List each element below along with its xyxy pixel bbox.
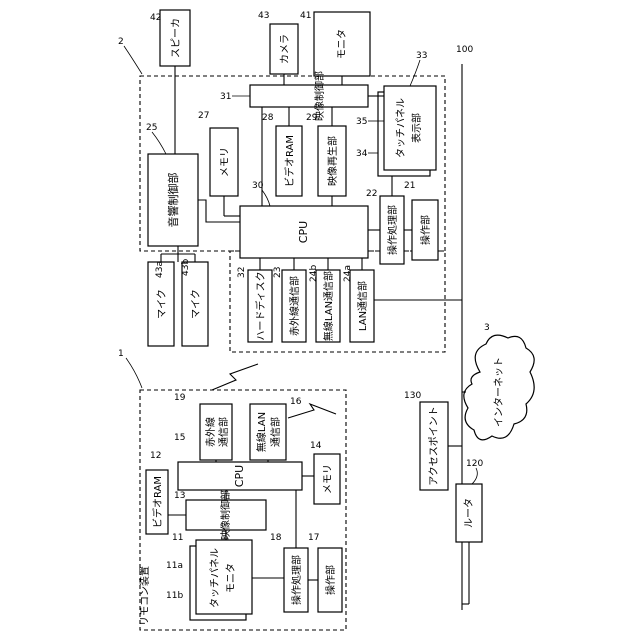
sound-to-cpu-wire: [198, 200, 240, 222]
rc-op-proc-label: 操作処理部: [290, 555, 303, 605]
touch-display-label-2: 表示部: [410, 113, 423, 143]
router-label: ルータ: [463, 498, 475, 528]
ref-17: 17: [308, 533, 319, 543]
ref-43: 43: [258, 11, 269, 21]
access-point-label: アクセスポイント: [428, 406, 440, 486]
mic-b-label: マイク: [190, 289, 202, 319]
ref-13: 13: [174, 491, 185, 501]
ref-22: 22: [366, 189, 377, 199]
ref-18: 18: [270, 533, 282, 543]
wlan-comm-label: 無線LAN通信部: [322, 271, 335, 341]
rc-memory-label: メモリ: [323, 464, 334, 494]
ir-comm-label: 赤外線通信部: [288, 276, 301, 336]
ref-3: 3: [484, 323, 490, 333]
monitor-label: モニタ: [336, 29, 348, 59]
ref-41: 41: [300, 11, 311, 21]
ref-42: 42: [150, 13, 161, 23]
rc-ir-label-2: 通信部: [217, 417, 230, 447]
op-unit-label: 操作部: [419, 215, 432, 245]
rc-wlan-label-2: 通信部: [269, 417, 282, 447]
hdd-label: ハードディスク: [254, 271, 267, 340]
rc-video-ram-label: ビデオRAM: [151, 476, 164, 528]
touch-display-label-1: タッチパネル: [395, 98, 407, 158]
remote-device-title: リモコン装置: [138, 566, 151, 626]
ref-34: 34: [356, 149, 368, 159]
rc-ir-label-1: 赤外線: [204, 417, 217, 447]
ir-wireless-link: [212, 364, 258, 390]
ref-24a: 24a: [343, 265, 353, 282]
ref-1: 1: [118, 349, 124, 359]
ref-33: 33: [416, 51, 427, 61]
ref-11b: 11b: [166, 591, 183, 601]
ref-28: 28: [262, 113, 274, 123]
ref-120-leader: [472, 468, 477, 484]
ref-130: 130: [404, 391, 421, 401]
rc-cpu-label: CPU: [233, 465, 246, 487]
ref-30-leader: [262, 190, 270, 206]
ref-27: 27: [198, 111, 209, 121]
ref-23: 23: [273, 267, 283, 278]
speaker-label: スピーカ: [170, 18, 182, 58]
memory-label: メモリ: [220, 147, 231, 177]
ref-16: 16: [290, 397, 302, 407]
sound-control-label: 音響制御部: [166, 173, 180, 228]
rc-touch-label-1: タッチパネル: [209, 548, 221, 608]
ref-100: 100: [456, 45, 473, 55]
lan-comm-label: LAN通信部: [356, 281, 369, 331]
ref-33-leader: [410, 60, 420, 86]
video-playback-label: 映像再生部: [326, 136, 339, 186]
ref-32: 32: [237, 267, 247, 278]
ref-1-leader: [126, 358, 142, 388]
ref-24b: 24b: [309, 265, 319, 282]
video-control-box: [250, 85, 368, 107]
ref-43b: 43b: [181, 259, 191, 276]
ref-12: 12: [150, 451, 161, 461]
ref-31: 31: [220, 92, 231, 102]
internet-label: インターネット: [493, 357, 505, 427]
ref-120: 120: [466, 459, 483, 469]
touch-display-box: [384, 86, 436, 170]
ref-25-leader: [152, 132, 166, 154]
camera-label: カメラ: [279, 34, 291, 64]
ref-15: 15: [174, 433, 185, 443]
video-ram-label: ビデオRAM: [283, 135, 296, 187]
ref-35: 35: [356, 117, 367, 127]
ref-29: 29: [306, 113, 318, 123]
ref-2: 2: [118, 37, 124, 47]
rc-touch-label-2: モニタ: [225, 563, 237, 593]
rc-op-unit-label: 操作部: [324, 565, 337, 595]
ref-11: 11: [172, 533, 183, 543]
ref-21: 21: [404, 181, 415, 191]
rc-wlan-label-1: 無線LAN: [255, 412, 268, 452]
mic-a-label: マイク: [156, 289, 168, 319]
ref-43a: 43a: [155, 261, 165, 278]
ref-14: 14: [310, 441, 322, 451]
ref-25: 25: [146, 123, 157, 133]
rc-touch-box: [196, 540, 252, 614]
ref-19: 19: [174, 393, 186, 403]
cpu-label: CPU: [297, 221, 310, 243]
ref-2-leader: [124, 46, 142, 74]
op-processing-label: 操作処理部: [386, 205, 399, 255]
ref-11a: 11a: [166, 561, 183, 571]
